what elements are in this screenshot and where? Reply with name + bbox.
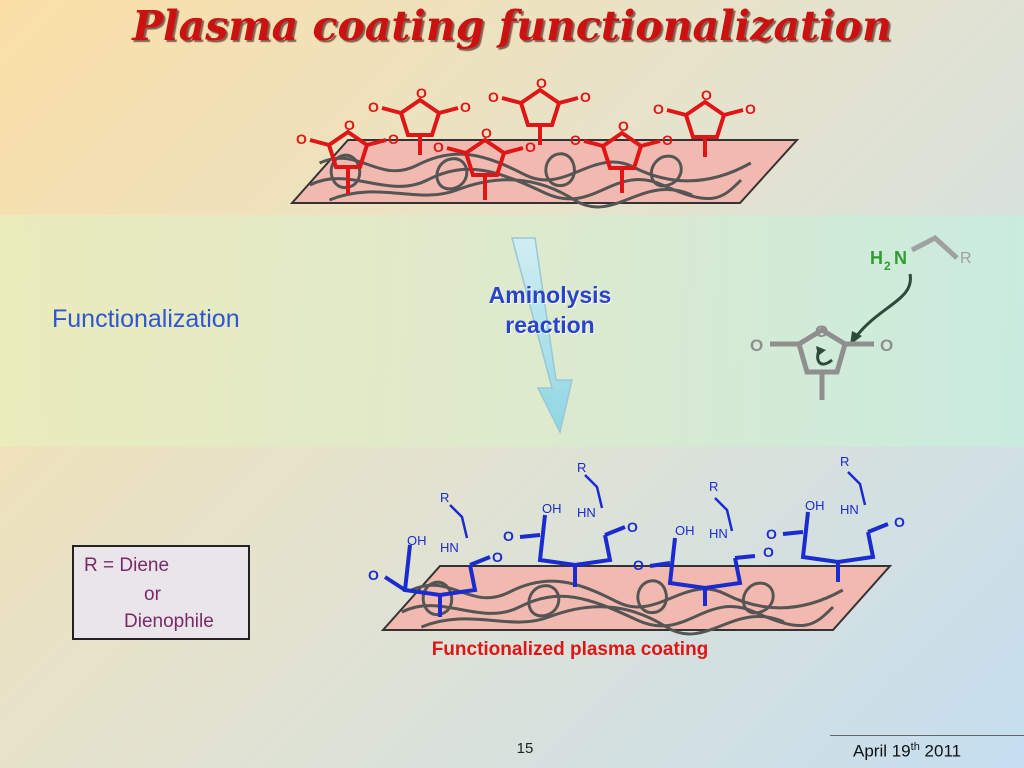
section-label: Functionalization bbox=[52, 305, 240, 333]
svg-text:O: O bbox=[766, 526, 777, 542]
svg-text:O: O bbox=[481, 125, 492, 141]
svg-text:HN: HN bbox=[440, 540, 459, 555]
svg-text:O: O bbox=[633, 557, 644, 573]
svg-text:O: O bbox=[525, 139, 536, 155]
svg-text:O: O bbox=[416, 85, 427, 101]
r-box-line1: R = Diene bbox=[84, 555, 170, 576]
svg-text:O: O bbox=[368, 567, 379, 583]
r-box-line3: Dienophile bbox=[124, 611, 214, 632]
svg-text:R: R bbox=[960, 250, 972, 267]
amide-acid-group: O OH O HN R bbox=[766, 454, 905, 582]
svg-text:O: O bbox=[536, 75, 547, 91]
svg-text:O: O bbox=[460, 99, 471, 115]
svg-text:O: O bbox=[580, 89, 591, 105]
amide-acid-group: O OH O HN R bbox=[503, 460, 638, 587]
amide-acid-group: O OH O HN R bbox=[633, 479, 774, 606]
anhydride-ring: O O O bbox=[653, 87, 756, 157]
svg-text:HN: HN bbox=[577, 505, 596, 520]
anhydride-ring: O O O bbox=[368, 85, 471, 155]
reaction-label-line2: reaction bbox=[505, 312, 595, 338]
svg-text:R: R bbox=[440, 490, 449, 505]
slide-title: Plasma coating functionalization bbox=[132, 2, 892, 50]
anhydride-ring: O O O bbox=[570, 118, 673, 193]
svg-text:OH: OH bbox=[675, 523, 695, 538]
svg-text:R: R bbox=[709, 479, 718, 494]
anhydride-ring: O O O bbox=[296, 117, 399, 194]
svg-text:O: O bbox=[368, 99, 379, 115]
svg-text:O: O bbox=[894, 514, 905, 530]
svg-text:HN: HN bbox=[709, 526, 728, 541]
svg-text:R: R bbox=[577, 460, 586, 475]
svg-text:O: O bbox=[488, 89, 499, 105]
svg-text:O: O bbox=[618, 118, 629, 134]
amide-acid-group: O OH O HN R bbox=[368, 490, 503, 617]
svg-text:O: O bbox=[492, 549, 503, 565]
reaction-arrow bbox=[511, 237, 573, 435]
svg-text:O: O bbox=[880, 336, 893, 355]
svg-text:R: R bbox=[840, 454, 849, 469]
date-suffix: 2011 bbox=[919, 741, 962, 761]
date-prefix: April 19 bbox=[853, 741, 911, 761]
svg-text:OH: OH bbox=[805, 498, 825, 513]
footer-divider bbox=[830, 735, 1024, 736]
mechanism-inset: O O O H 2 N R bbox=[750, 234, 972, 400]
presentation-date: April 19th 2011 bbox=[853, 741, 961, 762]
svg-text:N: N bbox=[894, 248, 907, 268]
svg-text:O: O bbox=[296, 131, 307, 147]
svg-text:O: O bbox=[388, 131, 399, 147]
r-group-definition-box: R = Diene or Dienophile bbox=[72, 545, 250, 640]
svg-text:OH: OH bbox=[542, 501, 562, 516]
svg-text:O: O bbox=[750, 336, 763, 355]
date-superscript: th bbox=[910, 741, 920, 753]
svg-text:O: O bbox=[627, 519, 638, 535]
bottom-plasma-surface bbox=[380, 565, 893, 636]
svg-text:O: O bbox=[344, 117, 355, 133]
svg-text:O: O bbox=[503, 528, 514, 544]
svg-text:2: 2 bbox=[884, 259, 891, 273]
top-plasma-surface bbox=[289, 139, 800, 209]
reaction-band bbox=[0, 215, 1024, 447]
reaction-label-line1: Aminolysis bbox=[488, 282, 612, 308]
svg-text:O: O bbox=[653, 101, 664, 117]
svg-text:O: O bbox=[701, 87, 712, 103]
svg-text:O: O bbox=[763, 544, 774, 560]
svg-text:H: H bbox=[870, 248, 883, 268]
svg-text:OH: OH bbox=[407, 533, 427, 548]
svg-text:O: O bbox=[433, 139, 444, 155]
svg-text:O: O bbox=[815, 322, 828, 341]
r-box-line2: or bbox=[144, 584, 161, 605]
surface-caption: Functionalized plasma coating bbox=[431, 639, 709, 660]
reaction-label: Aminolysis reaction bbox=[455, 280, 645, 340]
anhydride-ring: O O O bbox=[433, 125, 536, 200]
svg-text:O: O bbox=[745, 101, 756, 117]
anhydride-groups: O O O O O O O O O O O bbox=[296, 75, 756, 200]
svg-text:O: O bbox=[570, 132, 581, 148]
anhydride-ring: O O O bbox=[488, 75, 591, 145]
svg-text:O: O bbox=[662, 132, 673, 148]
amide-acid-groups: O OH O HN R O OH O HN R O OH O H bbox=[368, 454, 905, 617]
svg-text:HN: HN bbox=[840, 502, 859, 517]
page-number: 15 bbox=[516, 740, 534, 757]
